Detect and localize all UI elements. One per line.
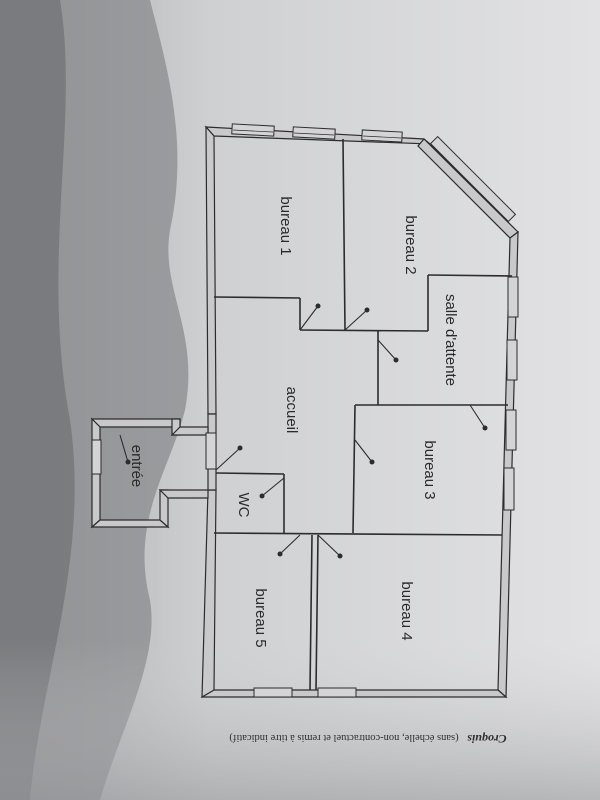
window-top-2 (292, 126, 336, 140)
room-salle-attente: salle d'attente (442, 294, 459, 386)
window-top-1 (231, 123, 275, 137)
caption-note: (sans échelle, non-contractuel et remis … (229, 732, 459, 743)
room-bureau-5: bureau 5 (252, 588, 269, 647)
room-accueil: accueil (283, 387, 300, 434)
window-entree (91, 439, 102, 475)
window-right-1 (507, 276, 519, 318)
window-right-2 (506, 339, 518, 381)
room-bureau-1: bureau 1 (277, 196, 294, 255)
window-right-4 (503, 467, 515, 511)
partitions (213, 138, 513, 691)
edge-shadow (0, 0, 75, 800)
bottom-shade (0, 640, 600, 800)
room-bureau-3: bureau 3 (421, 440, 438, 499)
windows (91, 123, 519, 698)
room-entree: entrée (128, 445, 145, 488)
room-labels: bureau 1 bureau 2 salle d'attente accuei… (128, 196, 459, 647)
room-wc: WC (235, 493, 252, 518)
room-bureau-2: bureau 2 (402, 215, 419, 274)
doors (119, 303, 488, 559)
window-right-3 (505, 409, 517, 451)
window-diagonal (429, 135, 517, 223)
svg-text:Croquis (sans échelle, n: Croquis (sans échelle, non-contractuel e… (229, 732, 507, 746)
window-bottom-1 (253, 687, 293, 698)
caption: Croquis (sans échelle, non-contractuel e… (229, 732, 507, 746)
window-bottom-2 (317, 687, 357, 698)
window-accueil (205, 432, 217, 470)
room-bureau-4: bureau 4 (398, 581, 415, 640)
window-top-3 (361, 129, 403, 143)
caption-title: Croquis (467, 732, 507, 746)
